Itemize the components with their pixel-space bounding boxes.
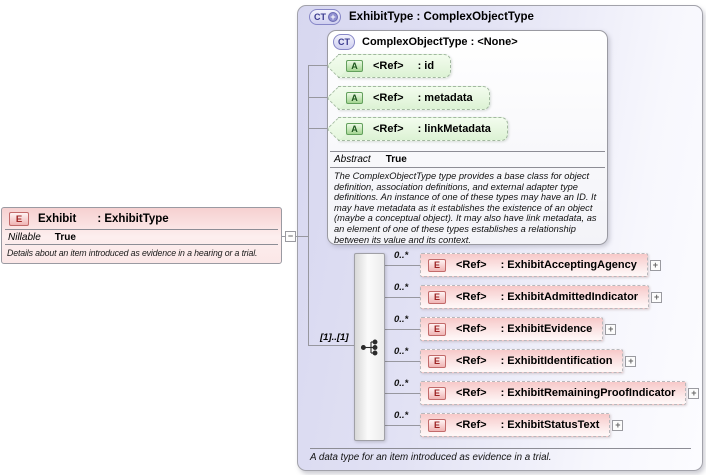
abstract-value: True — [385, 154, 407, 165]
attribute-ref: <Ref> — [373, 123, 404, 135]
nillable-row: Nillable True — [2, 230, 281, 244]
exhibit-global-element[interactable]: E Exhibit : ExhibitType Nillable True De… — [1, 207, 282, 264]
connector-line — [296, 236, 309, 237]
complextype-badge-icon[interactable]: CT+ — [309, 9, 341, 25]
expand-toggle[interactable]: + — [651, 291, 663, 303]
element-ref: <Ref> — [456, 323, 487, 335]
exhibit-name: Exhibit — [38, 213, 77, 225]
attribute-badge-icon: A — [346, 60, 363, 72]
exhibit-header: E Exhibit : ExhibitType — [2, 208, 281, 229]
panel-title: ExhibitType : ComplexObjectType — [349, 11, 534, 23]
element-box[interactable]: E <Ref> : ExhibitIdentification — [420, 349, 624, 373]
exhibit-type: : ExhibitType — [97, 213, 169, 225]
nillable-label: Nillable — [8, 232, 41, 243]
expand-plus-icon[interactable]: + — [328, 12, 338, 22]
element-row[interactable]: E <Ref> : ExhibitStatusText + — [420, 413, 624, 437]
base-type-documentation: The ComplexObjectType type provides a ba… — [334, 171, 597, 245]
abstract-row: Abstract True — [334, 154, 407, 165]
attribute-name: : id — [417, 60, 435, 72]
attribute-name: : metadata — [417, 91, 473, 104]
sequence-icon — [360, 339, 378, 355]
element-box[interactable]: E <Ref> : ExhibitEvidence — [420, 317, 604, 341]
occurrence-label: 0..* — [394, 378, 409, 389]
abstract-label: Abstract — [334, 154, 371, 165]
attribute-ref: <Ref> — [373, 91, 404, 104]
collapse-toggle[interactable]: − — [285, 231, 296, 242]
connector-line — [308, 345, 354, 346]
panel-header: CT+ ExhibitType : ComplexObjectType — [309, 9, 534, 25]
element-badge-icon: E — [9, 212, 29, 226]
divider — [5, 229, 278, 230]
divider — [310, 448, 691, 449]
element-row[interactable]: E <Ref> : ExhibitAdmittedIndicator + — [420, 285, 663, 309]
attribute-ref: <Ref> — [373, 60, 404, 72]
expand-toggle[interactable]: + — [688, 387, 700, 399]
connector-line — [281, 236, 285, 237]
element-box[interactable]: E <Ref> : ExhibitAcceptingAgency — [420, 253, 648, 277]
connector-line — [385, 361, 420, 362]
expand-toggle[interactable]: + — [649, 259, 661, 271]
connector-line — [385, 393, 420, 394]
expand-toggle[interactable]: + — [612, 419, 624, 431]
element-badge-icon: E — [428, 258, 446, 272]
element-row[interactable]: E <Ref> : ExhibitIdentification + — [420, 349, 637, 373]
element-name: : ExhibitAdmittedIndicator — [500, 291, 639, 303]
base-type-title: ComplexObjectType : <None> — [362, 36, 518, 48]
expand-toggle[interactable]: + — [605, 323, 617, 335]
element-row[interactable]: E <Ref> : ExhibitRemainingProofIndicator… — [420, 381, 700, 405]
occurrence-label: 0..* — [394, 250, 409, 261]
element-badge-icon: E — [428, 322, 446, 336]
attribute-row[interactable]: A <Ref> : linkMetadata — [338, 117, 508, 141]
element-ref: <Ref> — [456, 259, 487, 271]
element-badge-icon: E — [428, 354, 446, 368]
element-badge-icon: E — [428, 290, 446, 304]
attribute-badge-icon: A — [346, 123, 363, 135]
element-name: : ExhibitIdentification — [500, 355, 613, 367]
divider — [330, 167, 605, 168]
element-ref: <Ref> — [456, 355, 487, 367]
connector-line — [308, 128, 340, 129]
complextype-badge-icon: CT — [333, 34, 355, 50]
element-badge-icon: E — [428, 418, 446, 432]
element-name: : ExhibitRemainingProofIndicator — [500, 387, 676, 399]
occurrence-label: 0..* — [394, 346, 409, 357]
divider — [330, 151, 605, 152]
element-name: : ExhibitEvidence — [500, 323, 593, 335]
element-badge-icon: E — [428, 386, 446, 400]
sequence-compositor[interactable] — [354, 253, 385, 441]
connector-line — [385, 297, 420, 298]
connector-line — [385, 425, 420, 426]
element-ref: <Ref> — [456, 291, 487, 303]
connector-line — [385, 265, 420, 266]
attribute-row[interactable]: A <Ref> : metadata — [338, 85, 490, 110]
element-box[interactable]: E <Ref> : ExhibitStatusText — [420, 413, 611, 437]
attribute-row[interactable]: A <Ref> : id — [338, 54, 452, 78]
element-box[interactable]: E <Ref> : ExhibitRemainingProofIndicator — [420, 381, 687, 405]
attribute-badge-icon: A — [346, 91, 363, 104]
divider — [5, 244, 278, 245]
exhibit-description: Details about an item introduced as evid… — [7, 248, 258, 258]
connector-line — [308, 97, 340, 98]
element-name: : ExhibitStatusText — [500, 419, 600, 431]
sequence-cardinality: [1]..[1] — [320, 332, 349, 343]
inner-header: CT ComplexObjectType : <None> — [333, 34, 518, 50]
element-box[interactable]: E <Ref> : ExhibitAdmittedIndicator — [420, 285, 650, 309]
element-ref: <Ref> — [456, 419, 487, 431]
element-ref: <Ref> — [456, 387, 487, 399]
element-name: : ExhibitAcceptingAgency — [500, 259, 637, 271]
type-documentation: A data type for an item introduced as ev… — [310, 452, 552, 463]
element-row[interactable]: E <Ref> : ExhibitAcceptingAgency + — [420, 253, 661, 277]
occurrence-label: 0..* — [394, 314, 409, 325]
connector-line — [308, 65, 340, 66]
connector-line — [385, 329, 420, 330]
connector-trunk — [308, 65, 309, 346]
attribute-name: : linkMetadata — [417, 123, 491, 135]
element-row[interactable]: E <Ref> : ExhibitEvidence + — [420, 317, 617, 341]
occurrence-label: 0..* — [394, 282, 409, 293]
nillable-value: True — [54, 232, 76, 243]
occurrence-label: 0..* — [394, 410, 409, 421]
expand-toggle[interactable]: + — [625, 355, 637, 367]
